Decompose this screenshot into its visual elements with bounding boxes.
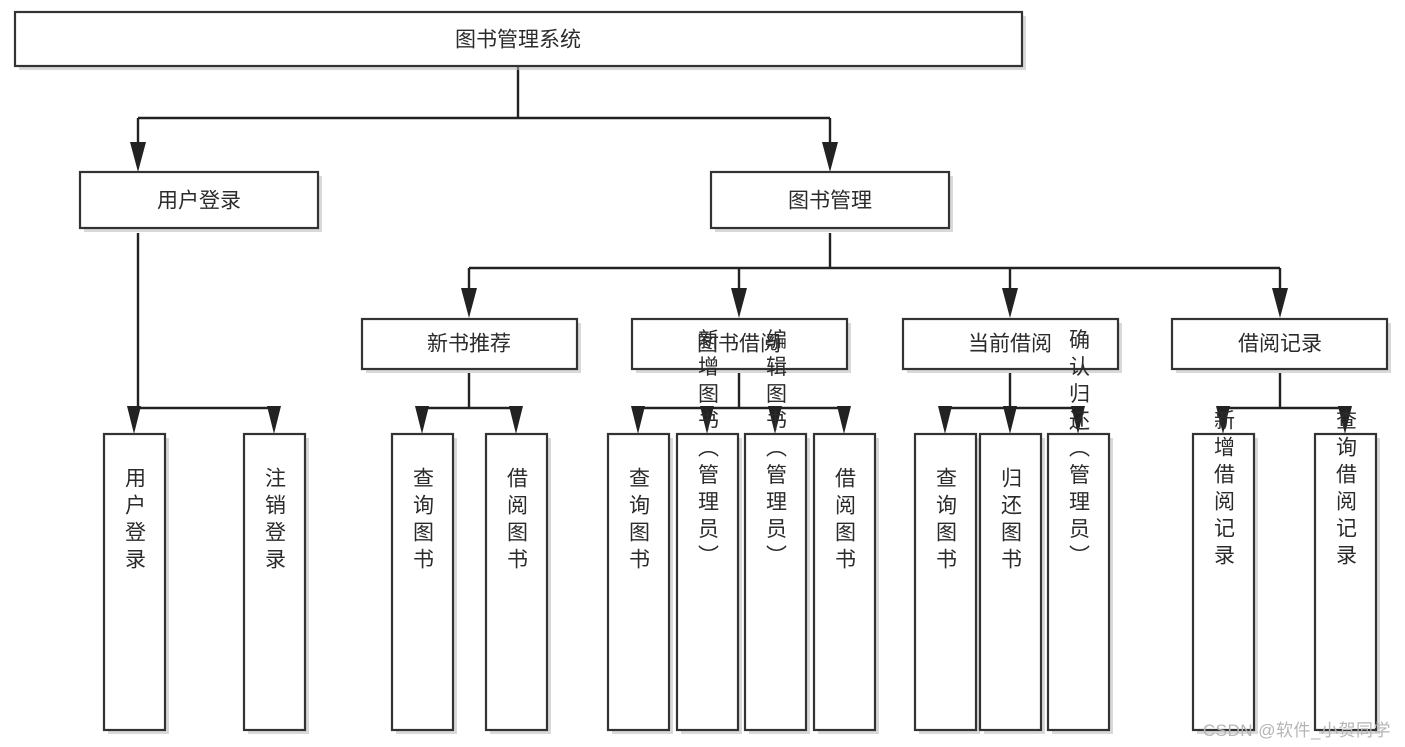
node-query1-box[interactable] <box>390 432 455 732</box>
node-queryrecord-label: 查询借阅记录 <box>1334 409 1358 571</box>
node-newbook-box[interactable] <box>360 317 579 371</box>
node-query3-label: 查询图书 <box>934 467 958 575</box>
node-return-label: 归还图书 <box>999 467 1023 575</box>
arrowhead-addbook <box>700 406 714 434</box>
node-query3-box[interactable] <box>913 432 978 732</box>
node-current-box[interactable] <box>901 317 1120 371</box>
node-addbook[interactable]: 新增图书（管理员） <box>675 329 742 735</box>
node-queryrecord[interactable]: 查询借阅记录 <box>1313 409 1380 734</box>
arrowhead-addrecord <box>1216 406 1230 434</box>
node-query1[interactable]: 查询图书 <box>390 432 457 734</box>
node-records[interactable]: 借阅记录 <box>1170 317 1391 373</box>
node-addbook-label: 新增图书（管理员） <box>696 329 720 572</box>
node-borrow[interactable]: 图书借阅 <box>630 317 851 373</box>
node-borrow2[interactable]: 借阅图书 <box>812 432 879 734</box>
arrowhead-query3 <box>938 406 952 434</box>
node-newbook-label: 新书推荐 <box>427 333 511 356</box>
node-addrecord-label: 新增借阅记录 <box>1212 409 1236 571</box>
node-newbook[interactable]: 新书推荐 <box>360 317 581 373</box>
node-userlogin[interactable]: 用户登录 <box>102 432 169 734</box>
connector-layer <box>127 67 1352 434</box>
node-editbook-box[interactable] <box>743 432 808 732</box>
node-return-box[interactable] <box>978 432 1043 732</box>
arrowhead-return <box>1003 406 1017 434</box>
node-root[interactable]: 图书管理系统 <box>13 10 1026 70</box>
node-confirm-label: 确认归还（管理员） <box>1067 329 1091 572</box>
node-borrow1-box[interactable] <box>484 432 549 732</box>
arrowhead-borrow <box>731 288 747 318</box>
node-borrow-label: 图书借阅 <box>697 333 781 356</box>
node-login[interactable]: 用户登录 <box>78 170 322 232</box>
node-root-box[interactable] <box>13 10 1024 68</box>
node-return[interactable]: 归还图书 <box>978 432 1045 734</box>
node-borrow2-label: 借阅图书 <box>833 467 857 575</box>
node-borrow1-label: 借阅图书 <box>505 467 529 575</box>
node-userlogin-label: 用户登录 <box>123 467 147 575</box>
arrowhead-logout <box>267 406 281 434</box>
arrowhead-editbook <box>768 406 782 434</box>
arrowhead-current <box>1002 288 1018 318</box>
node-bookmgmt[interactable]: 图书管理 <box>709 170 953 232</box>
arrowhead-confirm <box>1071 406 1085 434</box>
arrowhead-query1 <box>415 406 429 434</box>
arrowhead-query2 <box>631 406 645 434</box>
node-bookmgmt-label: 图书管理 <box>788 190 872 213</box>
node-confirm-box[interactable] <box>1046 432 1111 732</box>
node-logout-box[interactable] <box>242 432 307 732</box>
node-addrecord-box[interactable] <box>1191 432 1256 732</box>
node-query1-label: 查询图书 <box>411 467 435 575</box>
arrowhead-records <box>1272 288 1288 318</box>
node-query2-label: 查询图书 <box>627 467 651 575</box>
node-records-label: 借阅记录 <box>1238 333 1322 356</box>
node-query2[interactable]: 查询图书 <box>606 432 673 734</box>
node-records-box[interactable] <box>1170 317 1389 371</box>
arrowhead-userlogin <box>127 406 141 434</box>
node-logout-label: 注销登录 <box>263 467 287 575</box>
node-login-label: 用户登录 <box>157 190 241 213</box>
node-borrow-box[interactable] <box>630 317 849 371</box>
node-login-box[interactable] <box>78 170 320 230</box>
node-confirm[interactable]: 确认归还（管理员） <box>1046 329 1113 735</box>
arrowhead-borrow2 <box>837 406 851 434</box>
node-borrow1[interactable]: 借阅图书 <box>484 432 551 734</box>
arrowhead-login <box>130 142 146 172</box>
node-root-label: 图书管理系统 <box>455 29 581 52</box>
arrowhead-borrow1 <box>509 406 523 434</box>
node-borrow2-box[interactable] <box>812 432 877 732</box>
node-editbook[interactable]: 编辑图书（管理员） <box>743 329 810 735</box>
node-logout[interactable]: 注销登录 <box>242 432 309 734</box>
node-queryrecord-box[interactable] <box>1313 432 1378 732</box>
node-userlogin-box[interactable] <box>102 432 167 732</box>
node-editbook-label: 编辑图书（管理员） <box>764 329 788 572</box>
node-query2-box[interactable] <box>606 432 671 732</box>
arrowhead-queryrecord <box>1338 406 1352 434</box>
node-bookmgmt-box[interactable] <box>709 170 951 230</box>
node-addbook-box[interactable] <box>675 432 740 732</box>
arrowhead-newbook <box>461 288 477 318</box>
node-current-label: 当前借阅 <box>968 333 1052 356</box>
node-query3[interactable]: 查询图书 <box>913 432 980 734</box>
arrowhead-bookmgmt <box>822 142 838 172</box>
node-addrecord[interactable]: 新增借阅记录 <box>1191 409 1258 734</box>
node-current[interactable]: 当前借阅 <box>901 317 1122 373</box>
